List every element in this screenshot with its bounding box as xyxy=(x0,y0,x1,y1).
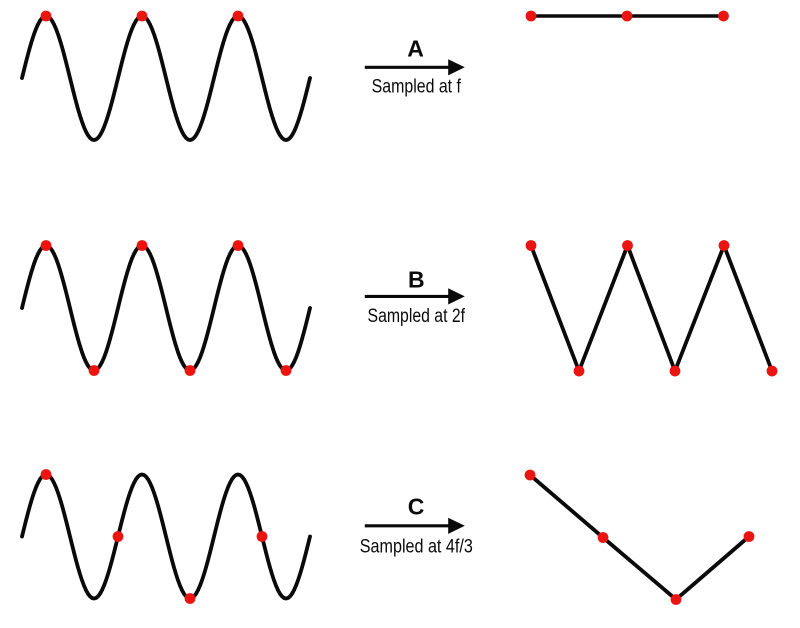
svg-text:C: C xyxy=(408,493,425,519)
svg-text:B: B xyxy=(408,267,425,293)
svg-text:Sampled at 4f/3: Sampled at 4f/3 xyxy=(360,537,473,558)
svg-text:Sampled at f: Sampled at f xyxy=(372,76,462,97)
svg-text:A: A xyxy=(407,36,424,62)
svg-text:Sampled at 2f: Sampled at 2f xyxy=(368,306,466,327)
